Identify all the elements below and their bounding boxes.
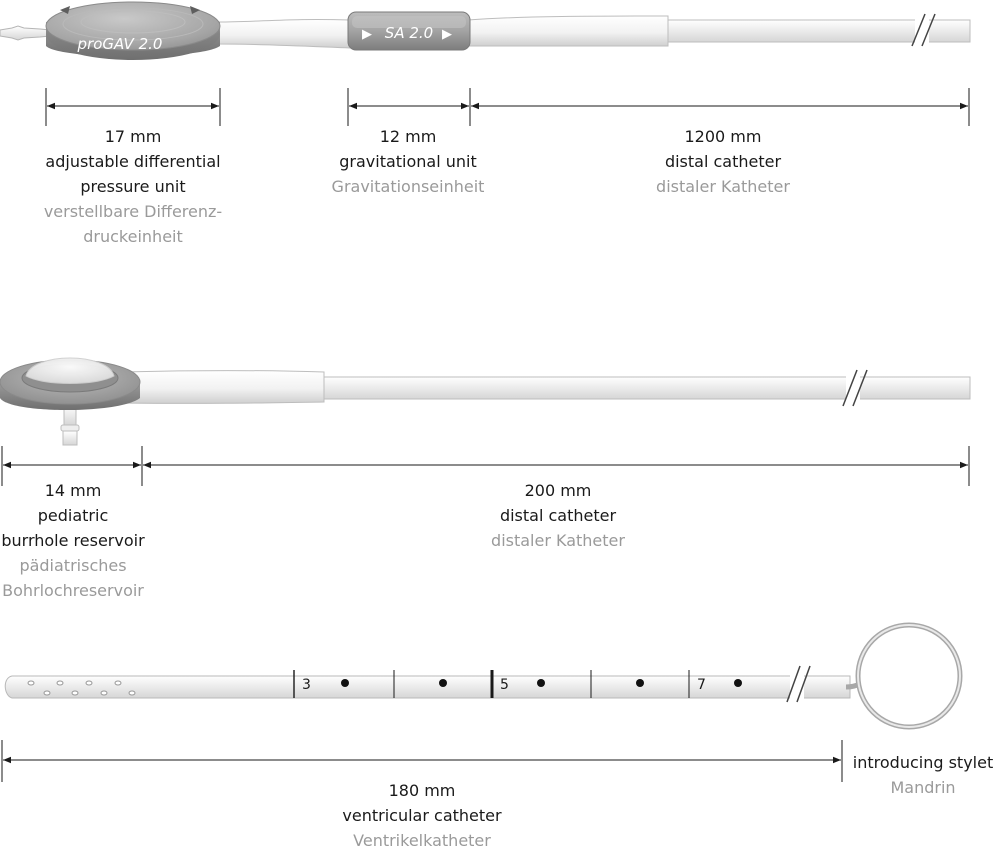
row2-dimensions	[1, 446, 970, 486]
gravity-size: 12 mm	[379, 127, 437, 146]
burrhole-reservoir	[0, 357, 141, 446]
ventricular-name-de: Ventrikelkatheter	[353, 831, 491, 850]
valve-name-de-1: verstellbare Differenz-	[43, 202, 223, 221]
reservoir-outlet-tube	[119, 370, 325, 404]
valve-name-en-2: pressure unit	[80, 177, 186, 196]
distal-short-name-de: distaler Katheter	[491, 531, 625, 550]
reservoir-name-de-1: pädiatrisches	[19, 556, 127, 575]
mark-7: 7	[697, 677, 706, 693]
break-mark	[911, 13, 936, 48]
valve-size: 17 mm	[104, 127, 162, 146]
label-reservoir: 14 mm pediatric burrhole reservoir pädia…	[0, 478, 146, 603]
reservoir-name-en-1: pediatric	[37, 506, 109, 525]
drainage-holes	[27, 680, 136, 696]
distal-short-name-en: distal catheter	[499, 506, 617, 525]
introducing-stylet	[845, 622, 963, 730]
label-ventricular-catheter: 180 mm ventricular catheter Ventrikelkat…	[322, 778, 522, 853]
sa-arrow-right-icon: ▶	[442, 27, 452, 42]
inlet-connector	[0, 25, 51, 41]
break-mark	[786, 665, 811, 704]
progav-valve: proGAV 2.0	[45, 1, 221, 60]
reservoir-dome	[25, 357, 115, 384]
stylet-name-de: Mandrin	[890, 778, 956, 797]
valve-outlet-tube	[217, 18, 351, 49]
label-distal-catheter: 1200 mm distal catheter distaler Kathete…	[623, 124, 823, 199]
gravity-name-en: gravitational unit	[339, 152, 477, 171]
distal-name-de: distaler Katheter	[656, 177, 790, 196]
mark-3: 3	[302, 677, 311, 693]
row3-device: 3 5 7	[4, 622, 963, 730]
ventricular-name-en: ventricular catheter	[342, 806, 502, 825]
marker-dots	[341, 679, 742, 687]
label-valve: 17 mm adjustable differential pressure u…	[33, 124, 233, 249]
distal-catheter-tube-short	[323, 376, 971, 400]
reservoir-name-de-2: Bohrlochreservoir	[2, 581, 144, 600]
row3-dimensions	[1, 740, 843, 782]
sa-arrow-left-icon: ▶	[362, 27, 372, 42]
row2-device	[0, 357, 971, 446]
stylet-name-en: introducing stylet	[852, 753, 994, 772]
valve-notch-left-icon	[60, 6, 70, 14]
distal-short-size: 200 mm	[524, 481, 592, 500]
distal-catheter-tube	[667, 19, 971, 43]
length-markings	[293, 670, 690, 698]
valve-name-de-2: druckeinheit	[83, 227, 183, 246]
distal-name-en: distal catheter	[664, 152, 782, 171]
reservoir-size: 14 mm	[44, 481, 102, 500]
ventricular-size: 180 mm	[388, 781, 456, 800]
valve-name-en-1: adjustable differential	[45, 152, 221, 171]
sa-outlet-tube	[467, 15, 669, 47]
gravity-name-de: Gravitationseinheit	[331, 177, 485, 196]
sa-imprint: SA 2.0	[385, 24, 433, 42]
distal-size: 1200 mm	[684, 127, 762, 146]
break-mark	[842, 369, 868, 407]
label-gravity: 12 mm gravitational unit Gravitationsein…	[318, 124, 498, 199]
label-distal-catheter-short: 200 mm distal catheter distaler Katheter	[458, 478, 658, 553]
reservoir-name-en-2: burrhole reservoir	[1, 531, 145, 550]
mark-5: 5	[500, 677, 509, 693]
row1-dimensions	[45, 88, 970, 126]
valve-imprint: proGAV 2.0	[77, 35, 163, 53]
valve-notch-right-icon	[190, 6, 200, 14]
label-stylet: introducing stylet Mandrin	[846, 750, 1000, 800]
sa-gravitational-unit: ▶ SA 2.0 ▶	[347, 11, 471, 51]
row1-device: proGAV 2.0 ▶ SA 2.0 ▶	[0, 1, 971, 60]
